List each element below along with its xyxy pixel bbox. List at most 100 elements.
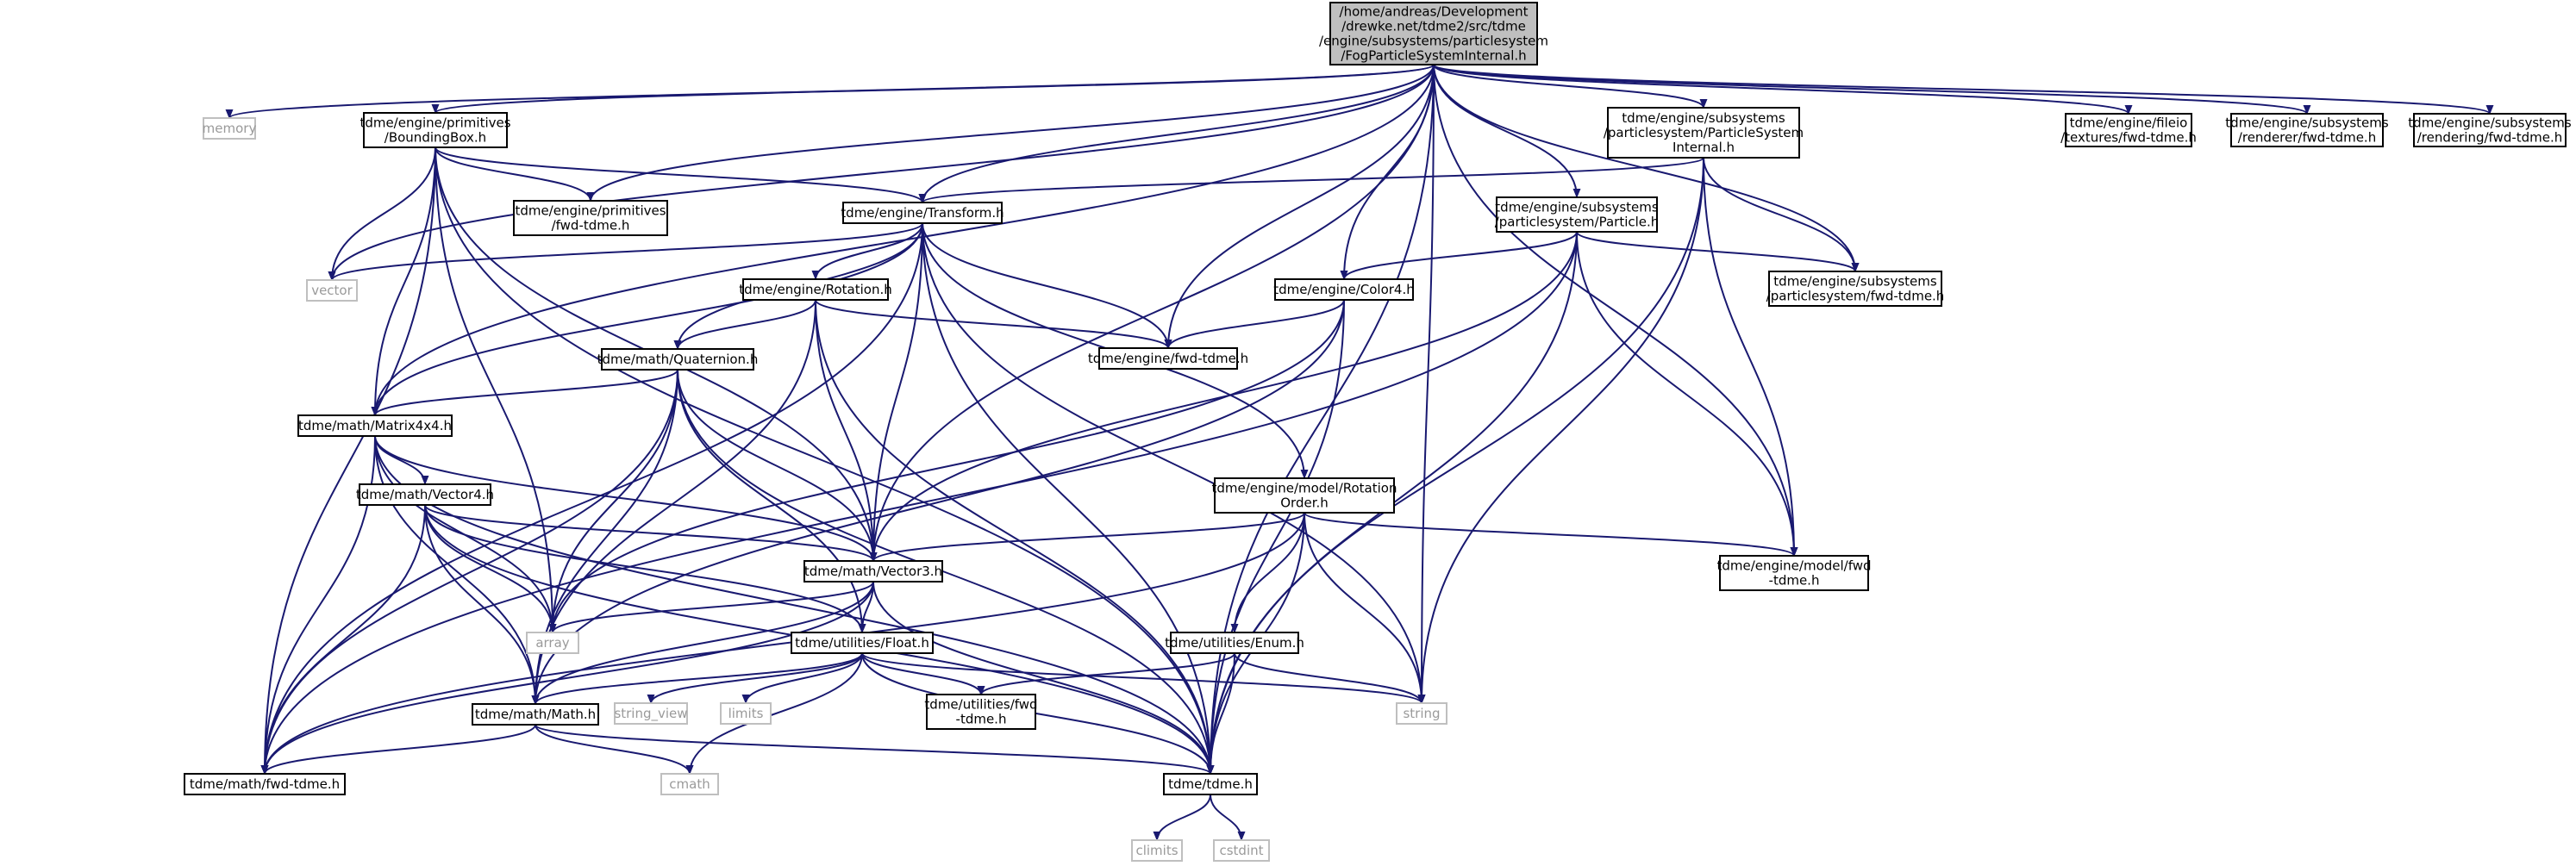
node-climits: climits xyxy=(1131,839,1183,862)
node-renderer[interactable]: tdme/engine/subsystems/renderer/fwd-tdme… xyxy=(2225,113,2389,147)
node-box xyxy=(1214,477,1395,514)
node-enum[interactable]: tdme/utilities/Enum.h xyxy=(1165,632,1304,654)
edge-vector4-to-vector3 xyxy=(424,504,878,562)
node-rendering[interactable]: tdme/engine/subsystems/rendering/fwd-tdm… xyxy=(2408,113,2572,147)
node-label: tdme/engine/model/fwd xyxy=(1716,558,1871,574)
node-box xyxy=(742,278,889,301)
node-label: /drewke.net/tdme2/src/tdme xyxy=(1341,19,1526,34)
edge-root-to-transform xyxy=(918,64,1435,203)
node-prim_fwd[interactable]: tdme/engine/primitives/fwd-tdme.h xyxy=(513,200,668,236)
edge-transform-to-matrix4x4 xyxy=(371,222,923,416)
edge-vector4-to-math_fwd xyxy=(260,504,426,775)
node-box xyxy=(1607,107,1800,159)
node-box xyxy=(660,773,719,795)
node-array: array xyxy=(526,632,579,654)
edge-psi-to-transform xyxy=(918,157,1704,203)
edge-particle-to-model_fwd xyxy=(1576,231,1798,557)
node-tdme[interactable]: tdme/tdme.h xyxy=(1163,773,1258,795)
node-label: cstdint xyxy=(1219,843,1263,858)
edge-root-to-psi xyxy=(1433,64,1708,109)
edge-rotation-to-tdme xyxy=(815,299,1215,775)
node-vector4[interactable]: tdme/math/Vector4.h xyxy=(356,483,494,506)
node-vector3[interactable]: tdme/math/Vector3.h xyxy=(803,560,943,583)
node-label: /BoundingBox.h xyxy=(385,130,486,146)
edge-root-to-vector xyxy=(328,64,1435,281)
node-util_fwd[interactable]: tdme/utilities/fwd-tdme.h xyxy=(924,694,1038,730)
node-label: tdme/engine/Transform.h xyxy=(841,205,1004,221)
node-box xyxy=(513,200,668,236)
node-psi[interactable]: tdme/engine/subsystems/particlesystem/Pa… xyxy=(1604,107,1804,159)
edge-float-to-limits xyxy=(741,652,863,704)
node-box xyxy=(720,702,772,725)
edge-matrix4x4-to-mathh xyxy=(374,435,540,705)
node-matrix4x4[interactable]: tdme/math/Matrix4x4.h xyxy=(297,414,453,437)
node-box xyxy=(614,702,688,725)
edge-mathh-to-cmath xyxy=(535,724,694,775)
edge-transform-to-string xyxy=(922,222,1426,704)
edge-float-to-mathh xyxy=(531,652,863,705)
node-box xyxy=(803,560,943,583)
node-label: /fwd-tdme.h xyxy=(552,218,630,234)
node-label: tdme/engine/subsystems xyxy=(1622,110,1785,126)
node-quaternion[interactable]: tdme/math/Quaternion.h xyxy=(597,348,759,371)
edge-particle-to-math_fwd xyxy=(260,231,1578,775)
node-label: array xyxy=(535,635,569,651)
edge-quaternion-to-tdme xyxy=(677,369,1215,775)
edge-particle-to-color4 xyxy=(1340,231,1578,280)
edge-transform-to-rotation xyxy=(811,222,923,280)
node-root[interactable]: /home/andreas/Development/drewke.net/tdm… xyxy=(1319,2,1548,65)
edge-rotorder-to-model_fwd xyxy=(1304,512,1798,557)
edge-root-to-engine_fwd xyxy=(1164,64,1435,349)
node-label: tdme/engine/model/Rotation xyxy=(1211,481,1397,496)
edge-vector3-to-array xyxy=(548,581,874,633)
node-model_fwd[interactable]: tdme/engine/model/fwd-tdme.h xyxy=(1716,555,1872,591)
node-fileio[interactable]: tdme/engine/fileio/textures/fwd-tdme.h xyxy=(2060,113,2197,147)
node-color4[interactable]: tdme/engine/Color4.h xyxy=(1273,278,1415,301)
edge-enum-to-tdme xyxy=(1206,652,1235,775)
node-box xyxy=(203,117,256,140)
node-ps_fwd[interactable]: tdme/engine/subsystems/particlesystem/fw… xyxy=(1766,271,1945,307)
edge-psi-to-string xyxy=(1417,157,1704,704)
node-label: Internal.h xyxy=(1673,140,1735,155)
node-label: /particlesystem/fwd-tdme.h xyxy=(1766,289,1945,304)
node-memory: memory xyxy=(203,117,256,140)
edge-float-to-util_fwd xyxy=(861,652,985,695)
node-transform[interactable]: tdme/engine/Transform.h xyxy=(841,202,1004,224)
node-label: tdme/engine/Rotation.h xyxy=(739,282,892,297)
node-boundingbox[interactable]: tdme/engine/primitives/BoundingBox.h xyxy=(360,112,511,148)
edge-psi-to-model_fwd xyxy=(1703,157,1798,557)
node-float[interactable]: tdme/utilities/Float.h xyxy=(791,632,934,654)
node-label: /home/andreas/Development xyxy=(1340,4,1529,20)
node-label: string_view xyxy=(614,706,687,722)
edge-quaternion-to-matrix4x4 xyxy=(371,369,678,416)
node-particle[interactable]: tdme/engine/subsystems/particlesystem/Pa… xyxy=(1495,196,1660,233)
node-rotation[interactable]: tdme/engine/Rotation.h xyxy=(739,278,892,301)
node-label: -tdme.h xyxy=(1769,573,1820,589)
node-cstdint: cstdint xyxy=(1213,839,1270,862)
node-box xyxy=(1131,839,1183,862)
node-box xyxy=(363,112,508,148)
edge-enum-to-string xyxy=(1234,652,1426,704)
node-label: -tdme.h xyxy=(956,712,1007,727)
node-engine_fwd[interactable]: tdme/engine/fwd-tdme.h xyxy=(1088,347,1248,370)
node-label: tdme/math/Quaternion.h xyxy=(597,352,759,367)
edge-tdme-to-cstdint xyxy=(1210,794,1246,841)
node-label: /renderer/fwd-tdme.h xyxy=(2238,130,2376,146)
node-label: tdme/math/Math.h xyxy=(475,707,596,722)
node-label: Order.h xyxy=(1280,495,1329,511)
node-label: /engine/subsystems/particlesystem xyxy=(1319,34,1548,49)
node-label: tdme/engine/Color4.h xyxy=(1273,282,1415,297)
edge-matrix4x4-to-vector4 xyxy=(374,435,429,485)
edge-rotation-to-quaternion xyxy=(673,299,816,350)
node-box xyxy=(926,694,1036,730)
edge-root-to-string xyxy=(1417,64,1435,704)
node-box xyxy=(1170,632,1299,654)
node-box xyxy=(359,483,491,506)
node-box xyxy=(184,773,346,795)
node-math_fwd[interactable]: tdme/math/fwd-tdme.h xyxy=(184,773,346,795)
edge-root-to-color4 xyxy=(1340,64,1435,280)
node-mathh[interactable]: tdme/math/Math.h xyxy=(472,703,599,726)
node-label: tdme/engine/subsystems xyxy=(2225,115,2389,131)
edge-float-to-cmath xyxy=(685,652,863,775)
